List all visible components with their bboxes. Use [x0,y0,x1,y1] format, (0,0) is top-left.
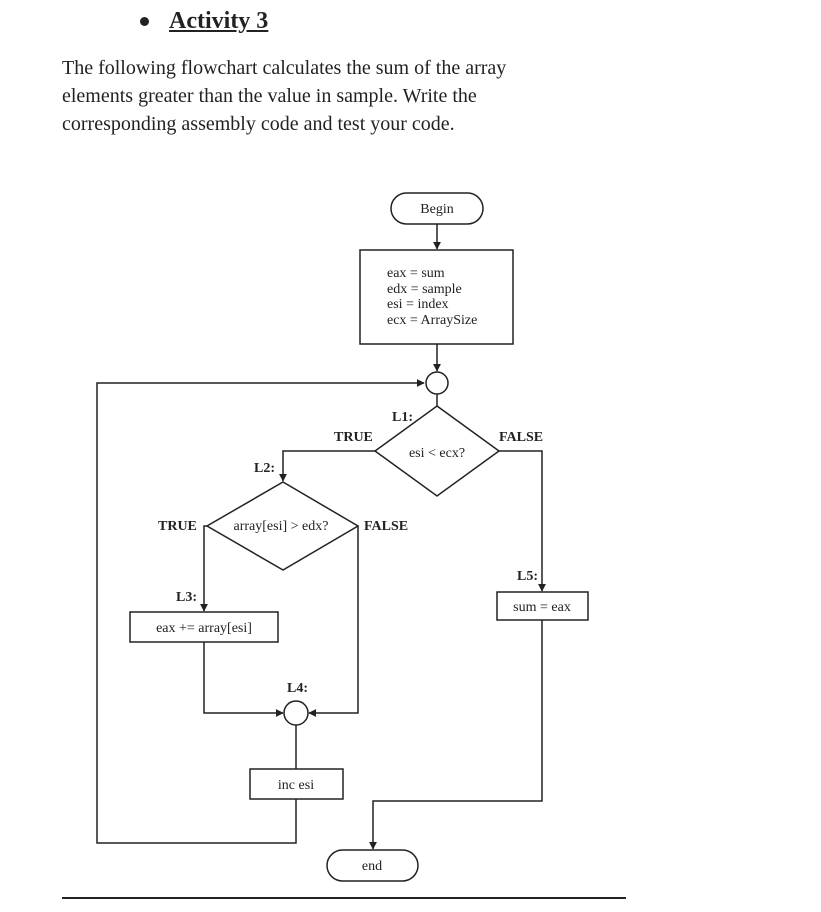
description-line: corresponding assembly code and test you… [62,113,455,135]
end-terminal [326,849,419,882]
loop-condition-text: esi < ecx? [409,446,465,461]
compare-condition-text: array[esi] > edx? [234,519,329,534]
flow-arrow [369,620,543,850]
init-line: esi = index [387,297,449,312]
bottom-divider [62,897,626,899]
true-label: TRUE [334,430,373,445]
description-line: elements greater than the value in sampl… [62,85,477,107]
true-label: TRUE [158,519,197,534]
loop-condition-diamond [373,405,501,497]
label-l2: L2: [254,461,275,476]
end-label: end [362,859,382,874]
increment-process-box [249,768,344,800]
description-line: The following flowchart calculates the s… [62,57,507,79]
false-branch-line [308,526,359,717]
compare-condition-diamond [205,481,360,571]
loop-back-line [96,379,425,844]
init-line: ecx = ArraySize [387,313,477,328]
label-l4: L4: [287,681,308,696]
label-l1: L1: [392,410,413,425]
loop-connector [425,371,449,395]
activity-description: The following flowchart calculates the s… [62,54,622,138]
init-line: edx = sample [387,282,462,297]
accumulate-text: eax += array[esi] [156,621,252,636]
label-l3: L3: [176,590,197,605]
bullet-icon [140,17,149,26]
merge-connector [283,700,309,726]
true-branch-line [279,450,375,482]
activity-title: Activity 3 [169,8,269,34]
false-label: FALSE [364,519,408,534]
store-sum-process-box [496,591,589,621]
true-branch-line [200,525,208,612]
increment-text: inc esi [278,778,314,793]
init-process-box [359,249,514,345]
activity-heading: Activity 3 [140,8,268,35]
false-label: FALSE [499,430,543,445]
false-branch-line [499,450,546,592]
init-line: eax = sum [387,266,445,281]
begin-label: Begin [420,202,453,217]
store-sum-text: sum = eax [513,600,571,615]
flow-arrow [203,642,284,717]
accumulate-process-box [129,611,279,643]
label-l5: L5: [517,569,538,584]
